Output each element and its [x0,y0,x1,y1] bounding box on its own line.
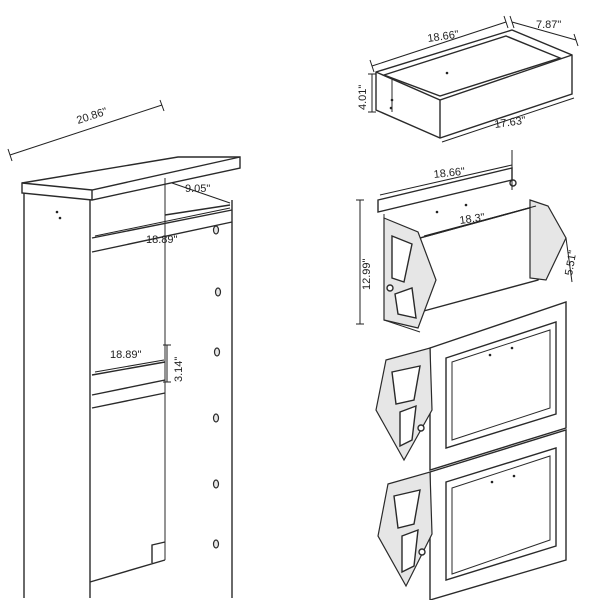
bottom-plinth-edge [89,559,166,583]
dimension-label: 5.51" [563,249,579,276]
dimension-label: 18.89" [110,349,142,361]
dimension-cabinet-inner-width-mid: 18.89" [94,349,165,373]
upper-door [429,301,567,471]
middle-shelf-bottom [91,392,166,409]
dimension-label: 17.63" [494,115,527,131]
upper-shelf-front [91,209,233,239]
lower-door [429,429,567,600]
bracket-cutout-1 [391,234,413,283]
dimension-label: 18.3" [459,212,486,227]
tilt-out-bin: 18.66" 18.3" 12.99" 5.51" [356,150,579,333]
bracket-cutout-2 [394,287,417,319]
dimension-bin-inner-width: 18.3" [423,205,537,237]
middle-shelf-front [91,379,166,396]
lower-door-inset-inner [451,455,551,575]
upper-hinge-cutout-2 [399,404,417,448]
upper-door-inset [445,321,557,449]
bottom-plinth-step [151,541,166,563]
shelf-pin-holes [212,225,222,549]
dimension-label: 18.66" [427,29,460,45]
drawer-box: 18.66" 7.87" 4.01" 17.63" [357,15,579,143]
dimension-drawer-height: 4.01" [357,73,376,113]
lower-door-inset [445,447,557,581]
dimension-cabinet-top-depth: 9.05" [171,182,231,204]
dimension-label: 18.66" [433,166,466,181]
door-panels [375,301,567,600]
dimension-bin-width: 18.66" [379,150,513,196]
cabinet-top-panel [21,156,241,201]
dimension-label: 3.14" [173,357,185,382]
dimension-bin-depth: 5.51" [563,237,579,283]
upper-door-inset-inner [451,329,551,441]
dimension-label: 7.87" [536,19,561,31]
dimension-label: 12.99" [361,258,373,290]
lower-hinge-cutout-2 [401,528,419,574]
dimension-drawer-inner-width: 17.63" [441,97,575,143]
dimension-drawer-depth: 7.87" [509,15,579,47]
dimension-cabinet-width: 20.86" [7,99,165,162]
lower-hinge-cutout-1 [393,489,421,529]
drawer-outline [375,29,573,139]
tall-cabinet: 20.86" 9.05" 18.89" 18.89" 3.14" [7,99,241,598]
dimension-label: 4.01" [357,85,369,110]
dimension-bin-height: 12.99" [356,199,373,325]
dimension-drawer-width: 18.66" [369,15,509,73]
dimension-label: 18.89" [146,234,178,246]
upper-hinge-cutout-1 [391,365,421,405]
middle-shelf-top [91,361,166,376]
dimension-cabinet-shelf-height: 3.14" [163,344,185,383]
bin-right-bracket [529,199,567,281]
dimension-cabinet-inner-width-top: 18.89" [94,207,231,246]
drawer-inner-rim [381,35,563,97]
dimension-label: 9.05" [185,183,210,195]
upper-shelf-bottom [91,221,233,253]
upper-shelf-back [164,204,231,216]
